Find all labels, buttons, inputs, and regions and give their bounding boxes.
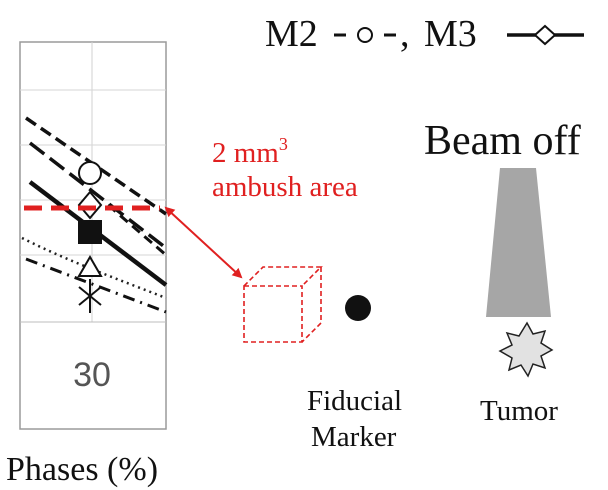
ambush-area-line2: ambush area [212,171,358,203]
ambush-double-arrow [164,206,243,279]
filled-square-marker [78,220,102,244]
star-marker-stroke-diag-b [78,286,102,306]
ambush-area-line1: 2 mm3 [212,134,288,169]
x-tick-label: 30 [73,356,111,394]
curve-dash-long-mid [28,141,168,250]
legend-m2-label: M2 [265,13,318,55]
ambush-volume-superscript: 3 [279,134,288,154]
legend: M2 , M3 [265,13,584,55]
fiducial-marker: Fiducial Marker [307,295,402,453]
phase-plot: 30 [19,41,168,430]
fiducial-label-line2: Marker [311,421,397,453]
cube-top-face [243,266,323,287]
triangle-marker [77,255,103,277]
ambush-volume-text: 2 mm [212,137,279,169]
curve-dash-mid [107,203,167,257]
legend-m2-circle-marker [357,27,373,43]
legend-separator: , [400,13,410,55]
m2-circle-marker [78,161,102,185]
ambush-annotation: 2 mm3 ambush area [164,134,358,343]
legend-m3-label: M3 [424,13,477,55]
curve-dash-long-upper [25,116,167,216]
ambush-cube [243,266,323,343]
tumor: Tumor [480,321,558,427]
tumor-shape [498,321,554,378]
beam-cone [486,168,551,317]
tumor-label: Tumor [480,395,558,427]
beam-off-label: Beam off [424,118,581,164]
fiducial-label-line1: Fiducial [307,385,402,417]
legend-m3-diamond-marker [533,24,557,46]
beam: Beam off [424,118,581,317]
cube-right-face [301,267,322,343]
cube-front-face [243,285,303,343]
fiducial-marker-dot [345,295,371,321]
m3-diamond-marker [77,190,103,220]
x-axis-label: Phases (%) [6,451,158,488]
